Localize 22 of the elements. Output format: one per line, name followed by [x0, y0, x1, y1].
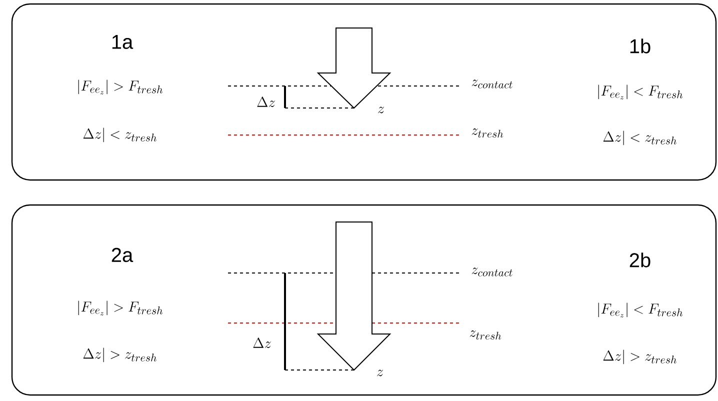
- formula: $z$: [378, 106, 384, 114]
- formula: $z_{tresh}$: [470, 330, 502, 340]
- formula: $\Delta z| < z_{tresh}$: [603, 130, 676, 146]
- panel-label: 1a: [112, 35, 134, 49]
- formula: $|F_{ee_z}| > F_{tresh}$: [78, 80, 163, 94]
- formula: $|F_{ee_z}| < F_{tresh}$: [598, 302, 683, 318]
- formula: $\Delta z| > z_{tresh}$: [83, 348, 156, 362]
- formula: $z_{tresh}$: [472, 128, 504, 138]
- panel-label: 2a: [112, 248, 134, 262]
- formula: $z_{contact}$: [472, 268, 512, 276]
- formula: $z_{contact}$: [472, 80, 512, 88]
- panel-frame: [11, 204, 717, 396]
- panel-frame: [11, 3, 717, 181]
- formula: $|F_{ee_z}| < F_{tresh}$: [598, 84, 683, 100]
- formula: $|F_{ee_z}| > F_{tresh}$: [78, 300, 163, 316]
- formula: $\Delta z$: [253, 338, 271, 348]
- formula: $\Delta z| > z_{tresh}$: [603, 350, 676, 364]
- panel-label: 2b: [630, 252, 650, 268]
- formula: $\Delta z$: [257, 96, 275, 108]
- panel-label: 1b: [630, 38, 650, 54]
- formula: $z$: [377, 370, 384, 376]
- formula: $\Delta z| < z_{tresh}$: [83, 128, 156, 142]
